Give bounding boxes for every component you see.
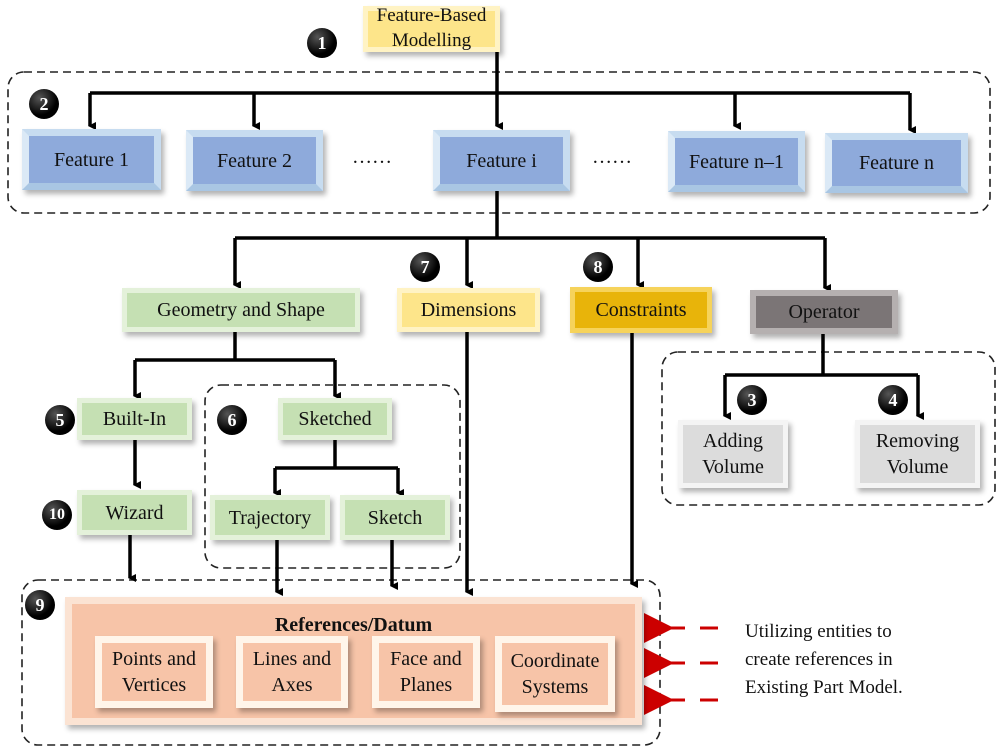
constraints-box: Constraints	[570, 287, 712, 333]
ellipsis-1: ……	[352, 146, 392, 168]
feature-n-box: Feature n	[825, 133, 968, 193]
face-planes-box: Face and Planes	[372, 636, 480, 708]
references-group	[21, 579, 661, 746]
feature-i-box: Feature i	[433, 130, 570, 191]
sketched-group	[204, 384, 461, 569]
feature-n-1-box: Feature n–1	[668, 131, 805, 192]
note-line-1: Utilizing entities to	[745, 621, 892, 642]
note-text: Utilizing entities to create references …	[745, 618, 903, 702]
badge-9: 9	[25, 590, 55, 620]
sketch-box: Sketch	[340, 495, 450, 540]
ellipsis-2: ……	[592, 146, 632, 168]
lines-axes-box: Lines and Axes	[236, 636, 348, 708]
badge-8: 8	[583, 252, 613, 282]
trajectory-box: Trajectory	[210, 495, 330, 540]
built-in-box: Built-In	[77, 398, 192, 440]
title-box: Feature-Based Modelling	[363, 5, 500, 52]
removing-volume-box: Removing Volume	[855, 420, 980, 488]
sketched-box: Sketched	[278, 398, 392, 440]
operator-group	[661, 351, 996, 506]
badge-7: 7	[410, 252, 440, 282]
note-line-3: Existing Part Model.	[745, 677, 903, 698]
dimensions-box: Dimensions	[397, 288, 540, 332]
features-group	[7, 71, 991, 214]
coordinate-systems-box: Coordinate Systems	[495, 636, 615, 712]
references-title: References/Datum	[274, 614, 433, 636]
badge-2: 2	[29, 89, 59, 119]
badge-5: 5	[45, 405, 75, 435]
badge-6: 6	[217, 405, 247, 435]
feature-1-box: Feature 1	[22, 129, 161, 190]
geometry-shape-box: Geometry and Shape	[122, 288, 360, 332]
badge-1: 1	[307, 28, 337, 58]
badge-3: 3	[737, 385, 767, 415]
points-vertices-box: Points and Vertices	[95, 636, 213, 708]
adding-volume-box: Adding Volume	[678, 420, 788, 488]
note-line-2: create references in	[745, 649, 893, 670]
operator-box: Operator	[750, 290, 898, 334]
wizard-box: Wizard	[77, 490, 192, 535]
badge-10: 10	[42, 500, 72, 530]
feature-2-box: Feature 2	[186, 130, 323, 191]
badge-4: 4	[878, 385, 908, 415]
